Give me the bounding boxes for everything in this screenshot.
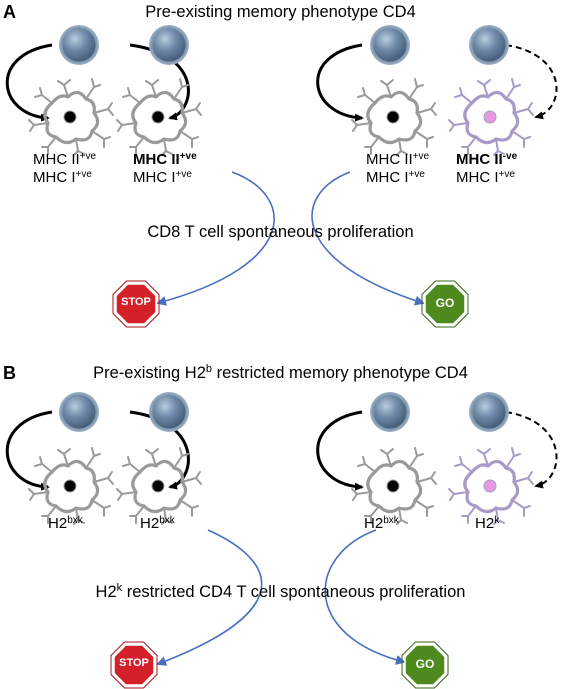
dashed-activation-arrow xyxy=(505,44,558,120)
dendritic-cell-icon xyxy=(115,446,203,526)
t-cell-icon xyxy=(149,25,189,65)
go-sign-label: GO xyxy=(415,657,435,671)
panel-a xyxy=(5,25,558,328)
stop-sign-label: STOP xyxy=(121,296,151,308)
panel-b xyxy=(5,392,558,689)
mhc-label-4: MHC II-ve MHC I+ve xyxy=(456,151,518,186)
dashed-activation-arrow xyxy=(505,411,558,489)
activation-arrow xyxy=(5,43,53,122)
panel-b-title: Pre-existing H2b restricted memory pheno… xyxy=(93,363,468,383)
t-cell-icon xyxy=(59,25,99,65)
panel-b-letter: B xyxy=(3,363,16,383)
h2-label-4: H2k xyxy=(475,515,500,532)
t-cell-icon xyxy=(59,392,99,432)
dendritic-cell-icon xyxy=(350,77,438,157)
t-cell-icon xyxy=(469,392,509,432)
h2-label-3: H2bxk xyxy=(364,515,399,532)
mhc-label-3: MHC II+ve MHC I+ve xyxy=(366,151,430,186)
h2-label-2: H2bxk xyxy=(140,515,175,532)
dendritic-cell-icon xyxy=(115,77,203,157)
t-cell-icon xyxy=(370,25,410,65)
panel-a-proliferation-label: CD8 T cell spontaneous proliferation xyxy=(147,223,414,241)
t-cell-icon xyxy=(149,392,189,432)
t-cell-icon xyxy=(370,392,410,432)
mhc-label-2: MHC II+ve MHC I+ve xyxy=(133,151,197,186)
dendritic-cell-mhc-negative-icon xyxy=(447,446,535,526)
connector-to-stop xyxy=(156,171,275,306)
t-cell-icon xyxy=(469,25,509,65)
panel-a-letter: A xyxy=(3,2,16,22)
mhc-label-1: MHC II+ve MHC I+ve xyxy=(33,151,97,186)
connector-to-stop xyxy=(156,529,263,666)
go-sign-label: GO xyxy=(435,296,455,310)
dendritic-cell-icon xyxy=(350,446,438,526)
h2-label-1: H2bxk xyxy=(48,515,83,532)
activation-arrow xyxy=(316,43,364,122)
panel-b-proliferation-label: H2k restricted CD4 T cell spontaneous pr… xyxy=(95,582,466,602)
dendritic-cell-icon xyxy=(27,446,115,526)
activation-arrow xyxy=(5,410,53,491)
connector-to-go xyxy=(324,529,406,665)
connector-to-go xyxy=(311,171,425,306)
panel-a-title: Pre-existing memory phenotype CD4 xyxy=(145,3,416,21)
activation-arrow xyxy=(316,410,364,491)
dendritic-cell-icon xyxy=(27,77,115,157)
dendritic-cell-mhc-negative-icon xyxy=(447,77,535,157)
stop-sign-label: STOP xyxy=(119,657,149,669)
